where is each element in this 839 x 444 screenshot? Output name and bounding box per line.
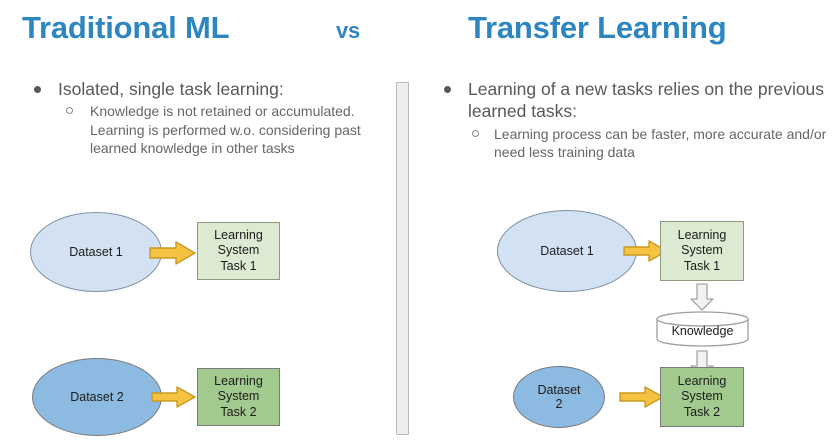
left-row2-gold-arrow-icon (150, 384, 198, 410)
right-task2-line2: System (681, 389, 723, 404)
right-task1-box: Learning System Task 1 (660, 221, 744, 281)
left-bullet-secondary-text: Knowledge is not retained or accumulated… (90, 103, 361, 157)
left-bullet-primary-text: Isolated, single task learning: (58, 79, 284, 99)
left-dataset1-ellipse: Dataset 1 (30, 212, 162, 292)
left-task1-line1: Learning (214, 227, 263, 242)
knowledge-store-label: Knowledge (671, 324, 734, 338)
left-task2-box: Learning System Task 2 (197, 368, 280, 426)
right-task2-line1: Learning (677, 373, 727, 388)
bullet-dot-icon (444, 86, 451, 93)
knowledge-inbound-gray-arrow-icon (688, 282, 716, 312)
center-divider-bar (396, 82, 409, 435)
left-row1-gold-arrow-icon (148, 240, 198, 266)
left-dataset2-label: Dataset 2 (70, 389, 124, 404)
left-bullet-secondary: Knowledge is not retained or accumulated… (22, 102, 382, 157)
bullet-dot-icon (34, 86, 41, 93)
right-row1-gold-arrow-icon (622, 238, 670, 264)
right-dataset2-ellipse: Dataset 2 (513, 366, 605, 428)
right-task1-line2: System (681, 243, 723, 258)
right-task2-line3: Task 2 (683, 404, 721, 419)
right-bullet-secondary-text: Learning process can be faster, more acc… (494, 125, 827, 161)
versus-label: vs (336, 18, 361, 43)
right-task1-line1: Learning (677, 227, 727, 242)
left-dataset1-label: Dataset 1 (69, 244, 123, 259)
right-bullet-primary-text: Learning of a new tasks relies on the pr… (468, 79, 825, 122)
left-task1-box: Learning System Task 1 (197, 222, 280, 280)
bullet-circle-icon (472, 129, 479, 137)
right-bullet-list: Learning of a new tasks relies on the pr… (432, 78, 827, 162)
left-task1-line2: System (217, 243, 260, 258)
bullet-circle-icon (66, 107, 73, 115)
left-task2-line1: Learning (214, 373, 263, 388)
left-dataset2-ellipse: Dataset 2 (32, 358, 162, 436)
right-dataset1-label: Dataset 1 (540, 243, 594, 258)
page-title-traditional-ml: Traditional ML (22, 10, 230, 45)
left-task2-line2: System (217, 389, 260, 404)
right-dataset2-line2: 2 (555, 397, 563, 411)
right-dataset1-ellipse: Dataset 1 (497, 210, 637, 292)
right-row2-gold-arrow-icon (618, 384, 666, 410)
left-task1-line3: Task 1 (220, 258, 257, 273)
right-task1-line3: Task 1 (683, 258, 721, 273)
right-bullet-primary: Learning of a new tasks relies on the pr… (432, 78, 827, 123)
right-task2-box: Learning System Task 2 (660, 367, 744, 427)
knowledge-store-cylinder: Knowledge (655, 311, 750, 347)
left-bullet-primary: Isolated, single task learning: (22, 78, 382, 100)
page-title-transfer-learning: Transfer Learning (468, 10, 727, 45)
left-task2-line3: Task 2 (220, 404, 257, 419)
left-bullet-list: Isolated, single task learning: Knowledg… (22, 78, 382, 158)
right-dataset2-line1: Dataset (537, 382, 581, 397)
right-bullet-secondary: Learning process can be faster, more acc… (432, 125, 827, 162)
